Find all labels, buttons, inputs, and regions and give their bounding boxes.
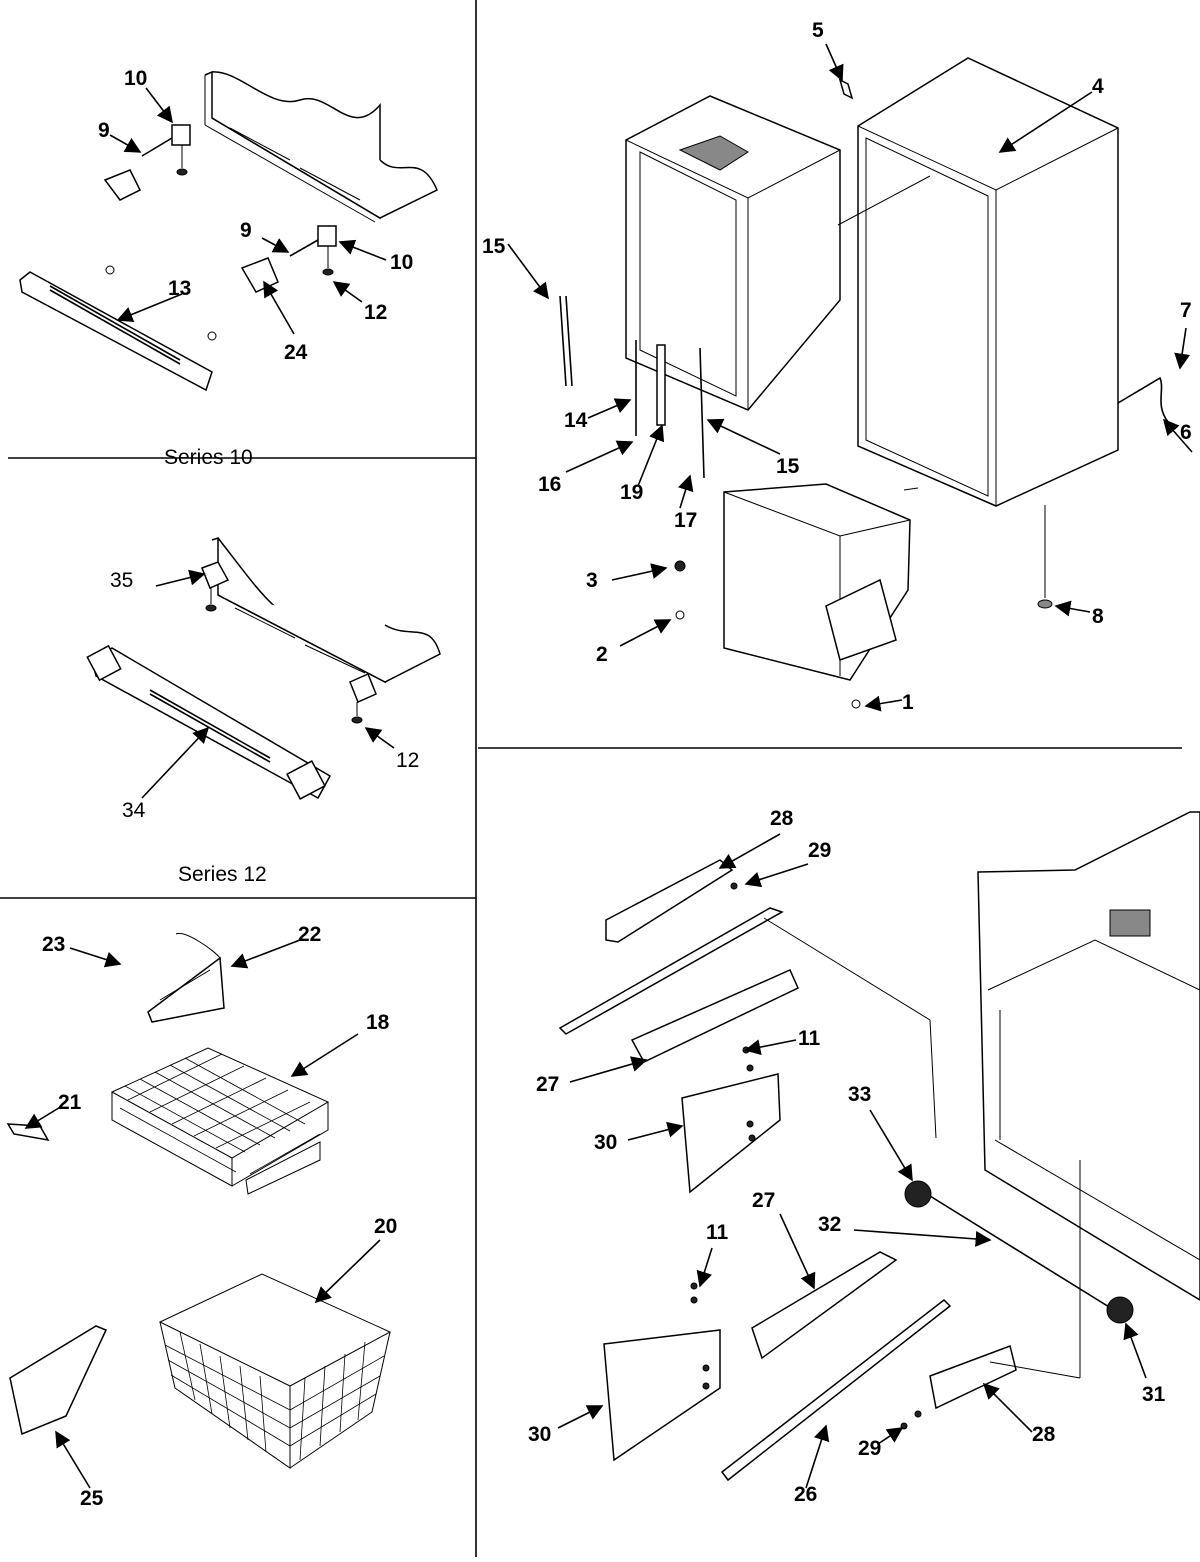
callout-label: 18 (366, 1011, 390, 1034)
callout-label: 29 (858, 1437, 882, 1460)
leader-arrows (24, 43, 1193, 1489)
callout-label: 24 (284, 341, 308, 364)
callout-label: 20 (374, 1215, 398, 1238)
series10-caption: Series 10 (164, 446, 253, 469)
callout-label: 28 (770, 807, 794, 830)
callout-label: 4 (1092, 75, 1104, 98)
series12-caption: Series 12 (178, 863, 267, 886)
callout-label: 13 (168, 277, 192, 300)
callout-label: 11 (798, 1027, 821, 1050)
callout-label: 30 (594, 1131, 618, 1154)
callout-label: 7 (1180, 299, 1192, 322)
callout-label: 5 (812, 19, 824, 42)
callout-label: 10 (390, 251, 414, 274)
callout-label: 8 (1092, 605, 1104, 628)
callout-label: 28 (1032, 1423, 1056, 1446)
callout-label: 1 (902, 691, 914, 714)
cabinet-artwork (559, 57, 1169, 709)
callout-label: 32 (818, 1213, 842, 1236)
callout-label: 29 (808, 839, 832, 862)
callout-label: 30 (528, 1423, 552, 1446)
callout-label: 12 (396, 749, 420, 772)
callout-label: 31 (1142, 1383, 1166, 1406)
callout-label: 21 (58, 1091, 82, 1114)
callout-label: 33 (848, 1083, 872, 1106)
callout-label: 2 (596, 643, 608, 666)
callout-label: 14 (564, 409, 588, 432)
callout-label: 19 (620, 481, 644, 504)
baskets-artwork (6, 933, 392, 1469)
series10-artwork (19, 70, 438, 392)
callout-label: 35 (110, 569, 134, 592)
callout-label: 15 (776, 455, 800, 478)
callout-label: 16 (538, 473, 562, 496)
callout-label: 9 (98, 119, 110, 142)
series12-artwork (86, 536, 441, 800)
callout-label: 3 (586, 569, 598, 592)
callout-label: 12 (364, 301, 388, 324)
callout-label: 25 (80, 1487, 104, 1510)
callout-label: 23 (42, 933, 66, 956)
callout-label: 17 (674, 509, 698, 532)
callout-label: 26 (794, 1483, 818, 1506)
callout-label: 9 (240, 219, 252, 242)
callout-label: 34 (122, 799, 146, 822)
drawer-artwork (558, 811, 1200, 1482)
callout-label: 27 (536, 1073, 560, 1096)
callout-label: 11 (706, 1221, 729, 1244)
callout-label: 27 (752, 1189, 776, 1212)
callout-label: 10 (124, 67, 148, 90)
callout-label: 22 (298, 923, 322, 946)
callout-label: 6 (1180, 421, 1192, 444)
callout-label: 15 (482, 235, 506, 258)
